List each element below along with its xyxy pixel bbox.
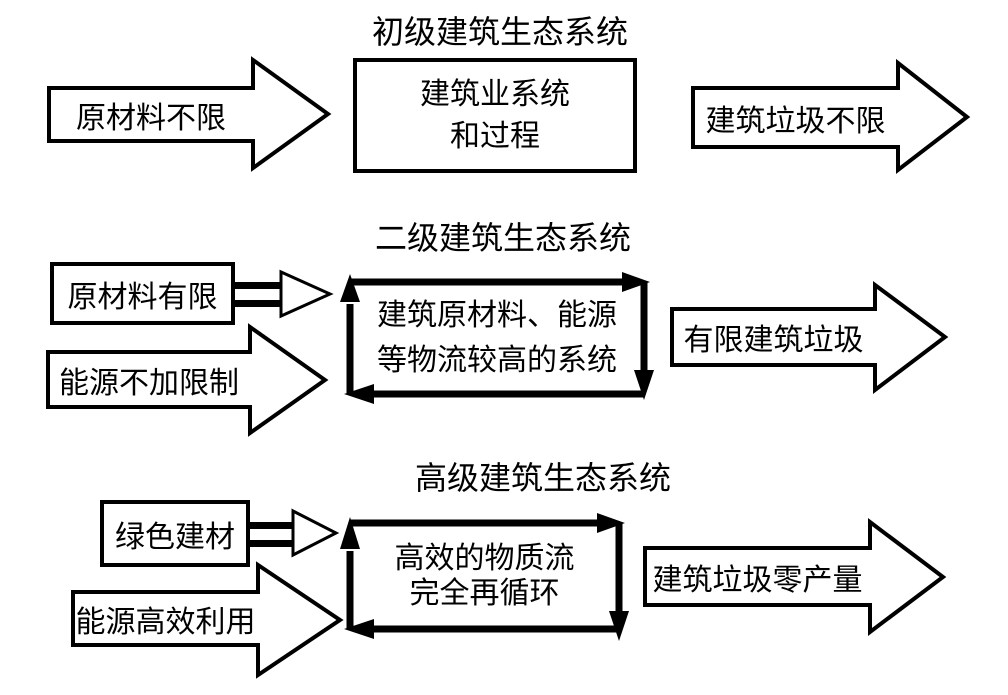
connector-bar-bottom-3 <box>250 540 295 547</box>
loop3-line1: 高效的物质流 <box>394 542 575 575</box>
circulation-loop-3 <box>340 513 629 641</box>
loop2-left-arrowhead <box>344 384 374 404</box>
connector-bar-top-3 <box>250 522 295 529</box>
connector-arrowhead-3 <box>291 508 340 558</box>
input-box-2-label: 原材料有限 <box>67 280 218 314</box>
loop2-up-arrowhead <box>340 274 360 302</box>
circulation-loop-2 <box>340 272 654 404</box>
input-box-3 <box>100 500 250 567</box>
loop2-right-arrowhead <box>622 272 650 292</box>
output-arrow-2 <box>670 281 949 395</box>
loop3-line2: 完全再循环 <box>409 577 560 610</box>
box-connector-arrow-3 <box>250 508 340 558</box>
input-arrow-2-label: 能源不加限制 <box>59 366 239 400</box>
circulation-loop-3-label: 高效的物质流 完全再循环 <box>350 523 619 629</box>
secondary-system-title: 二级建筑生态系统 <box>374 220 631 256</box>
input-arrow-3 <box>71 561 344 679</box>
system-box-1 <box>353 58 637 173</box>
input-box-2 <box>50 262 235 325</box>
loop3-left-arrowhead <box>344 619 374 639</box>
input-arrow-1-label: 原材料不限 <box>76 101 226 135</box>
output-arrow-3 <box>643 517 947 637</box>
output-arrow-1 <box>691 58 971 175</box>
primary-system-title: 初级建筑生态系统 <box>371 14 628 50</box>
circulation-loop-2-label: 建筑原材料、能源 等物流较高的系统 <box>350 282 644 394</box>
system-box-1-line2: 和过程 <box>450 119 540 153</box>
box-connector-arrow-2 <box>235 269 334 319</box>
loop3-up-arrowhead <box>340 517 360 549</box>
output-arrow-3-label: 建筑垃圾零产量 <box>652 563 863 597</box>
system-box-1-line1: 建筑业系统 <box>420 77 570 111</box>
loop2-line1: 建筑原材料、能源 <box>377 299 617 332</box>
input-box-3-label: 绿色建材 <box>115 520 235 554</box>
connector-bar-top-2 <box>235 282 282 289</box>
connector-arrowhead-2 <box>279 269 334 319</box>
output-arrow-2-label: 有限建筑垃圾 <box>683 324 864 357</box>
input-arrow-3-label: 能源高效利用 <box>75 605 256 639</box>
input-arrow-1 <box>47 56 332 172</box>
connector-bar-bottom-2 <box>235 300 282 307</box>
system-box-1-label: 建筑业系统 和过程 <box>355 60 635 171</box>
advanced-system-title: 高级建筑生态系统 <box>414 460 671 496</box>
output-arrow-1-label: 建筑垃圾不限 <box>705 104 886 138</box>
loop3-right-arrowhead <box>597 513 625 533</box>
loop2-down-arrowhead <box>634 370 654 400</box>
loop2-line2: 等物流较高的系统 <box>377 344 617 377</box>
input-arrow-2 <box>46 323 329 437</box>
